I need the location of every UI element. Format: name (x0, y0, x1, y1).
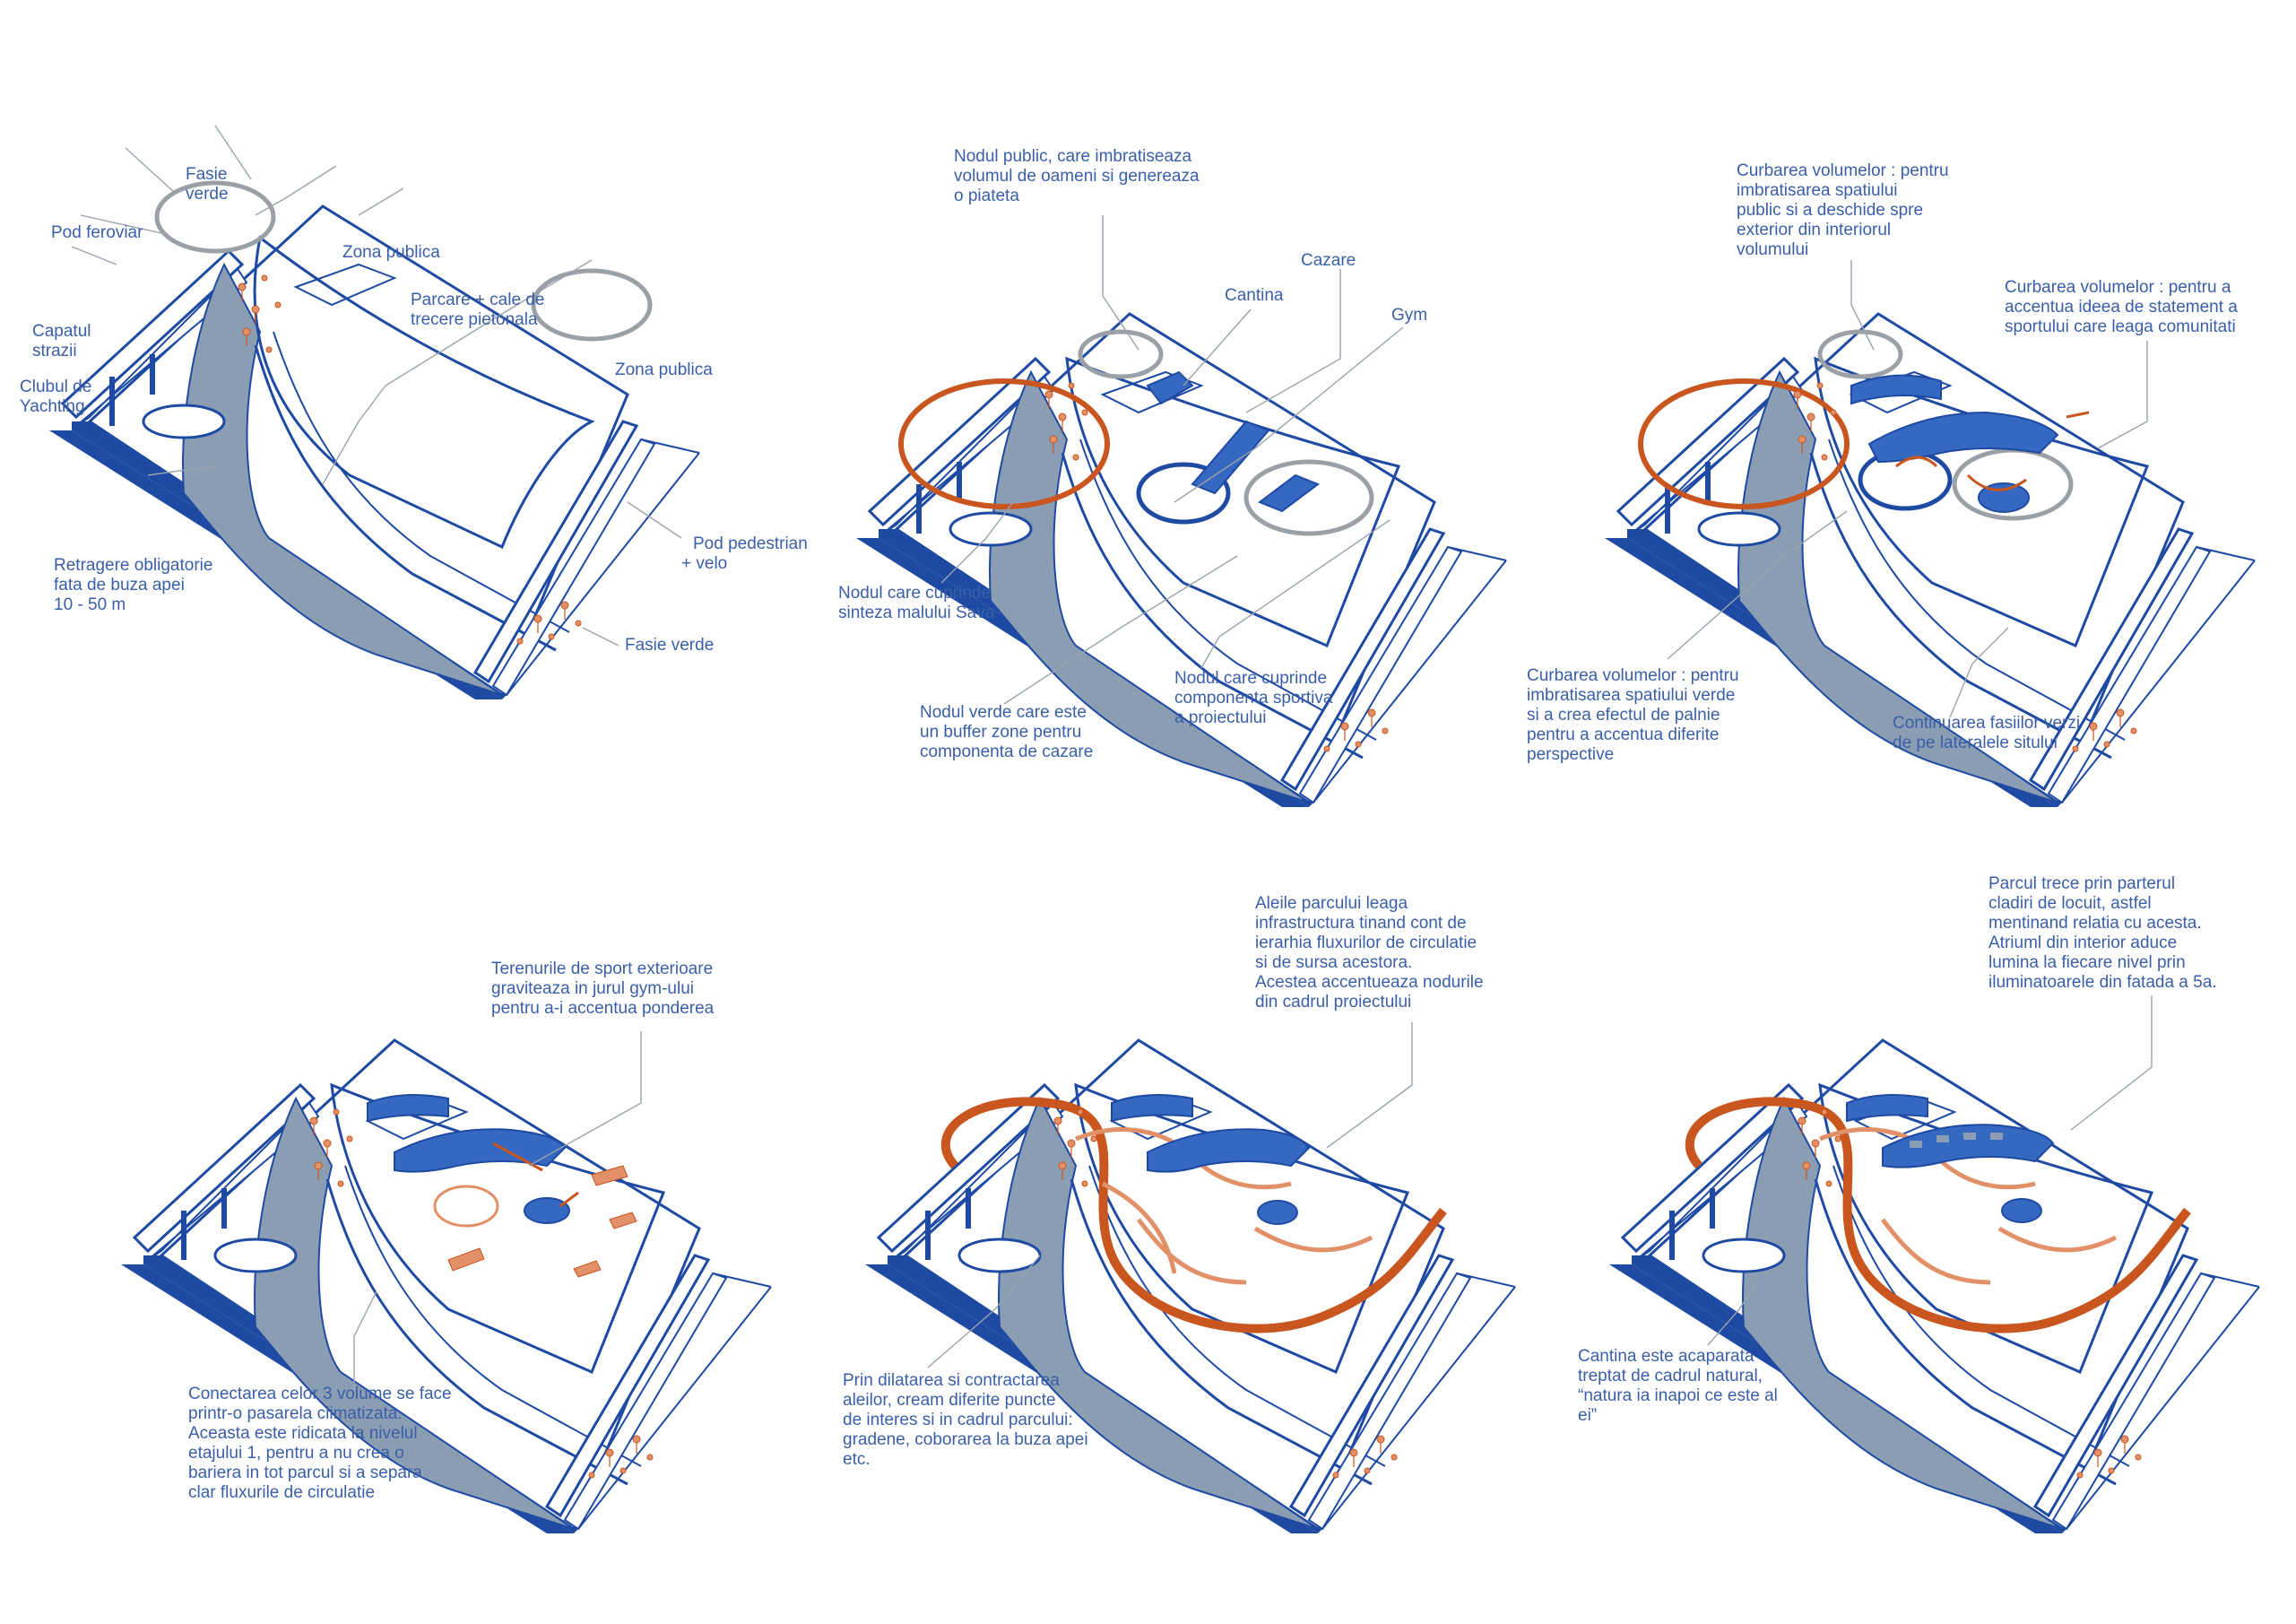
panel-4-leaders (353, 1031, 642, 1399)
label-zona-publica-2: Zona publica (615, 360, 713, 379)
label-pod-pedestrian: Pod pedestrian+ velo (681, 534, 808, 573)
label-pod-feroviar: Pod feroviar (51, 223, 143, 242)
gym-volume (1257, 473, 1321, 513)
panel-1-leaders (71, 125, 682, 647)
sport-node-circle (1243, 459, 1374, 536)
panel-1-site-context (49, 180, 699, 699)
panel-2-leaders (940, 215, 1404, 705)
public-zone-outline (253, 235, 595, 550)
cantina-volume (1146, 370, 1194, 405)
panel-5-leaders (927, 1022, 1413, 1368)
panel-5-park-alleys (865, 1040, 1515, 1533)
panel-2-program-nodes (856, 314, 1506, 807)
cazare-volume (1191, 420, 1270, 495)
panel-4-sport-terrains (121, 1040, 771, 1533)
panel-6-leaders (1707, 995, 2153, 1346)
housing-volume-skylights (1882, 1124, 2055, 1168)
label-gym: Gym (1391, 306, 1427, 325)
sava-node-circle (898, 378, 1110, 509)
label-fasie-verde-bottom: Fasie verde (625, 636, 714, 655)
label-cantina: Cantina (1225, 286, 1284, 305)
curved-cantina-volume (1850, 374, 1942, 405)
public-zone-circle (531, 268, 653, 342)
main-alley (940, 1097, 1447, 1333)
panel-3-leaders (1667, 260, 2148, 718)
public-node-circle (1078, 329, 1164, 379)
parking-zone-circle (154, 180, 276, 254)
label-zona-publica-1: Zona publica (342, 243, 440, 262)
sport-terrains (447, 1165, 637, 1278)
panel-3-curved-volumes (1605, 314, 2255, 807)
green-node-circle (1136, 462, 1231, 525)
label-cazare: Cazare (1301, 251, 1356, 270)
panel-6-housing-ground-floor (1609, 1040, 2259, 1533)
